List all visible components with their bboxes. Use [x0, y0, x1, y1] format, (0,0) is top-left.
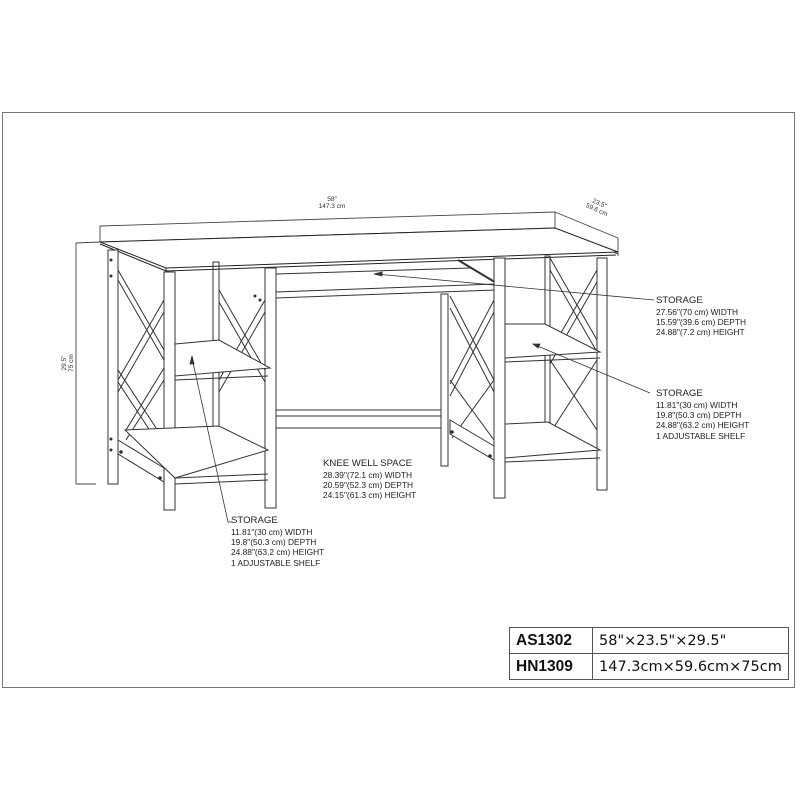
callout-drawer-storage: STORAGE 27.56"(70 cm) WIDTH 15.59"(39.6 …	[656, 295, 746, 338]
height-inches: 29.5"	[61, 355, 68, 371]
leader-lines	[189, 271, 655, 523]
callout-depth: 19.8"(50.3 cm) DEPTH	[656, 410, 742, 421]
left-pedestal	[107, 249, 277, 511]
callout-title: STORAGE	[656, 295, 703, 306]
dimensions-metric: 147.3cm×59.6cm×75cm	[592, 653, 789, 680]
callout-width: 27.56"(70 cm) WIDTH	[656, 307, 739, 317]
callout-width: 11.81"(30 cm) WIDTH	[231, 527, 313, 537]
dimensions-imperial: 58"×23.5"×29.5"	[592, 627, 789, 654]
callout-height: 24.88"(63.2 cm) HEIGHT	[231, 547, 325, 558]
table-row: AS1302 58"×23.5"×29.5"	[509, 627, 789, 654]
width-dimension-label: 58" 147.3 cm	[312, 196, 352, 210]
callout-title: STORAGE	[231, 515, 278, 526]
callout-depth: 20.59"(52.3 cm) DEPTH	[323, 480, 414, 491]
desk-top	[99, 227, 619, 272]
callout-title: STORAGE	[656, 388, 703, 399]
callout-height: 24.88"(63.2 cm) HEIGHT	[656, 420, 750, 431]
drawing-frame	[2, 112, 795, 688]
height-dimension-line	[75, 241, 101, 485]
model-number: HN1309	[509, 653, 593, 680]
drawer-and-kneewell	[253, 259, 499, 429]
callout-shelf: 1 ADJUSTABLE SHELF	[231, 557, 321, 568]
width-cm: 147.3 cm	[318, 203, 346, 210]
spec-table: AS1302 58"×23.5"×29.5" HN1309 147.3cm×59…	[509, 627, 789, 680]
width-inches: 58"	[327, 196, 337, 203]
callout-title: KNEE WELL SPACE	[323, 458, 413, 469]
height-dimension-label: 29.5" 75 cm	[61, 343, 75, 383]
callout-height: 24.88"(7.2 cm) HEIGHT	[656, 327, 745, 338]
callout-right-storage: STORAGE 11.81"(30 cm) WIDTH 19.8"(50.3 c…	[656, 388, 749, 441]
callout-knee-well: KNEE WELL SPACE 28.39"(72.1 cm) WIDTH 20…	[323, 458, 416, 501]
callout-left-storage: STORAGE 11.81"(30 cm) WIDTH 19.8"(50.3 c…	[231, 515, 324, 568]
callout-width: 11.81"(30 cm) WIDTH	[656, 400, 738, 410]
callout-shelf: 1 ADJUSTABLE SHELF	[656, 430, 746, 441]
callout-height: 24.15"(61.3 cm) HEIGHT	[323, 490, 417, 501]
model-number: AS1302	[509, 627, 593, 654]
height-cm: 75 cm	[68, 354, 75, 372]
right-pedestal	[440, 255, 608, 499]
table-row: HN1309 147.3cm×59.6cm×75cm	[509, 653, 789, 680]
callout-width: 28.39"(72.1 cm) WIDTH	[323, 470, 413, 480]
callout-depth: 15.59"(39.6 cm) DEPTH	[656, 317, 747, 328]
callout-depth: 19.8"(50.3 cm) DEPTH	[231, 537, 317, 548]
